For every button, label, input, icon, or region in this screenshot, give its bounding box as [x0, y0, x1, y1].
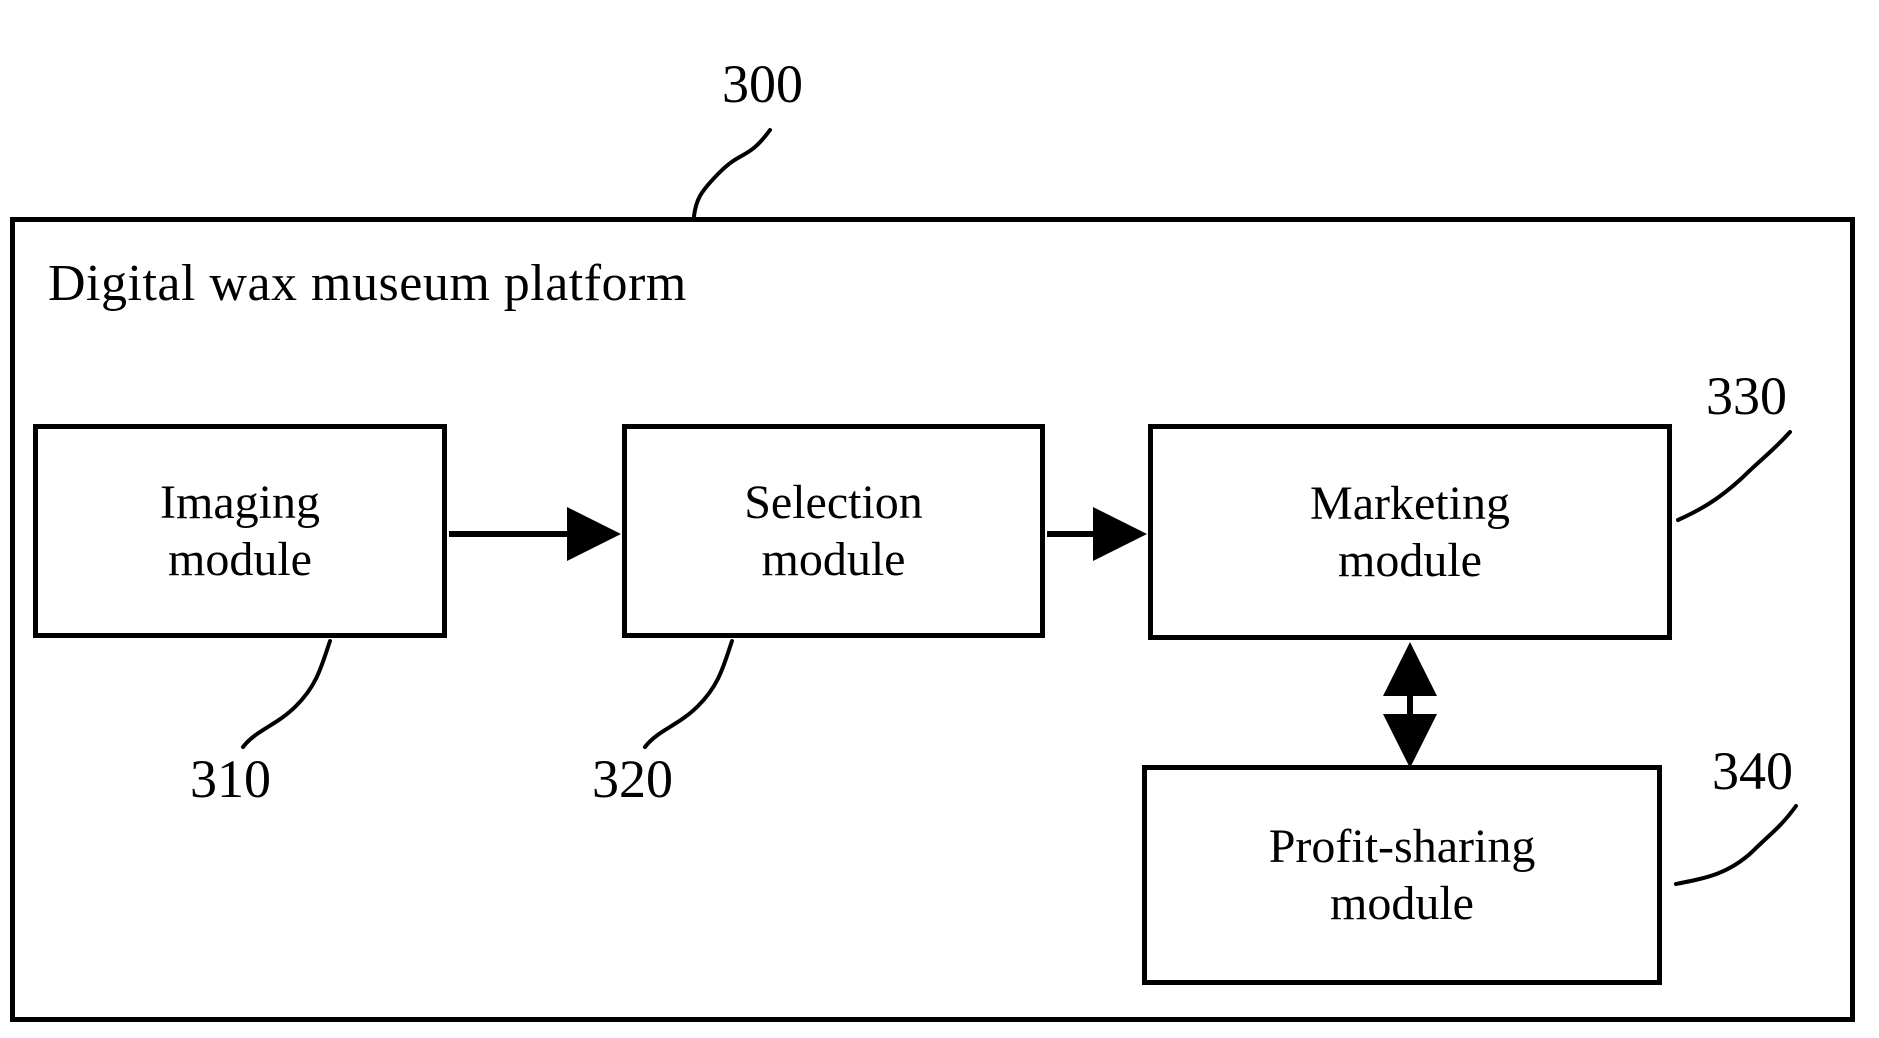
reference-numeral-320: 320 [592, 749, 673, 809]
selection-module-label-line1: Selection [744, 476, 923, 529]
reference-numeral-310: 310 [190, 749, 271, 809]
leader-line-300 [692, 128, 772, 218]
reference-numeral-300: 300 [722, 54, 803, 114]
selection-module-label-line2: module [761, 533, 906, 586]
profit-sharing-module-label-line2: module [1330, 877, 1474, 930]
profit-sharing-module-box: Profit-sharing module [1142, 765, 1662, 985]
marketing-module-label-line2: module [1338, 534, 1482, 587]
imaging-module-label-line1: Imaging [160, 476, 320, 529]
platform-title: Digital wax museum platform [48, 255, 687, 312]
reference-numeral-330: 330 [1706, 366, 1787, 426]
imaging-module-label-line2: module [168, 533, 312, 586]
marketing-module-label-line1: Marketing [1310, 477, 1510, 530]
marketing-module-box: Marketing module [1148, 424, 1672, 640]
imaging-module-box: Imaging module [33, 424, 447, 638]
selection-module-box: Selection module [622, 424, 1045, 638]
reference-numeral-340: 340 [1712, 741, 1793, 801]
profit-sharing-module-label-line1: Profit-sharing [1268, 820, 1536, 873]
